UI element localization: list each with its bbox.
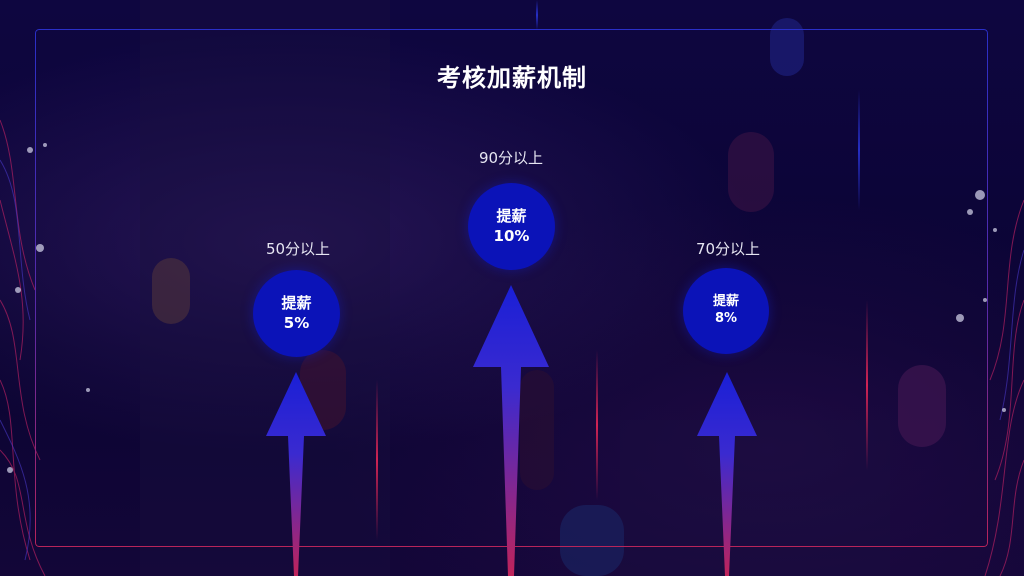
tier-score-label: 70分以上 xyxy=(695,240,761,258)
slide-title: 考核加薪机制 xyxy=(437,64,587,92)
tier-raise-label: 提薪 xyxy=(712,294,739,310)
up-arrow-icon xyxy=(473,285,549,576)
tier-raise-label: 提薪 xyxy=(496,207,527,225)
up-arrow-icon xyxy=(697,372,757,576)
tier-score-label: 90分以上 xyxy=(478,149,544,167)
tier-raise-label: 提薪 xyxy=(281,294,312,312)
tier-raise-value: 10% xyxy=(493,226,530,245)
up-arrow-icon xyxy=(266,372,326,576)
tier-raise-value: 5% xyxy=(283,313,310,332)
tier-raise-circle: 提薪 5% xyxy=(253,270,340,357)
tier-score-label: 50分以上 xyxy=(265,240,331,258)
tier-raise-circle: 提薪 8% xyxy=(683,268,769,354)
tier-raise-value: 8% xyxy=(714,311,738,326)
tier-raise-circle: 提薪 10% xyxy=(468,183,555,270)
